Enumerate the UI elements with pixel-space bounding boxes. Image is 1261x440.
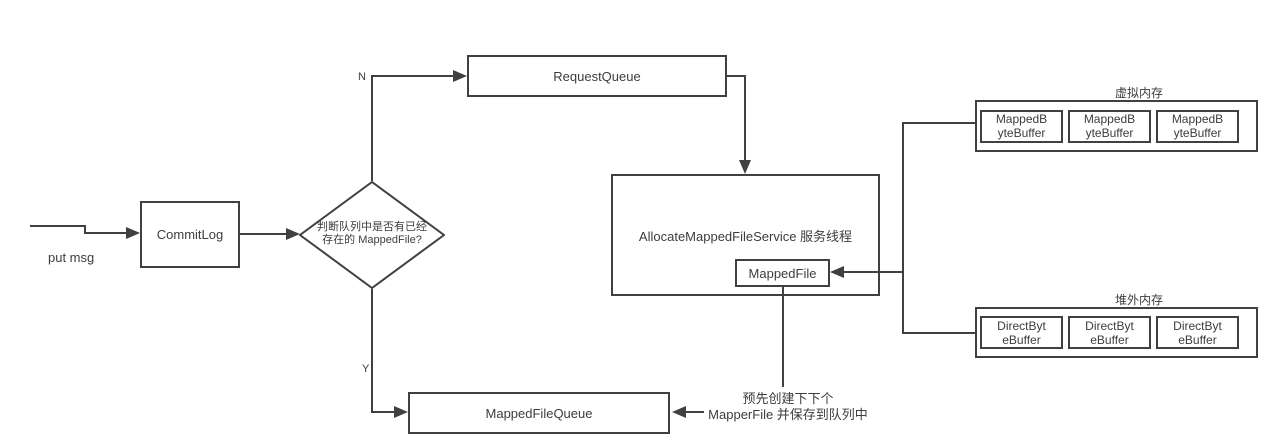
edge-yes-horizontal [371,411,395,413]
edge-start-step [84,225,86,234]
directbytebuffer-box: DirectByt eBuffer [980,316,1063,349]
arrowhead-into-allocateservice [739,160,751,174]
arrowhead-note-into-mappedfilequeue [672,406,686,418]
offheap-memory-title: 堆外内存 [1114,293,1163,307]
edge-start-segment-1 [30,225,86,227]
edge-commitlog-to-decision [240,233,287,235]
mappedbytebuffer-box: MappedB yteBuffer [980,109,1063,143]
arrowhead-into-mappedfilequeue [394,406,408,418]
node-mappedfilequeue: MappedFileQueue [408,392,670,434]
edge-note-to-mappedfilequeue [686,411,704,413]
edge-bracket-to-virtual-memory [902,122,975,124]
node-decision: 判断队列中是否有已经 存在的 MappedFile? [317,221,427,246]
edge-start-segment-2 [84,232,127,234]
arrowhead-into-requestqueue [453,70,467,82]
directbytebuffer-box: DirectByt eBuffer [1156,316,1239,349]
edge-no-horizontal [371,75,453,77]
mappedbytebuffer-box: MappedB yteBuffer [1156,109,1239,143]
node-mappedfile: MappedFile [735,259,830,287]
node-requestqueue: RequestQueue [467,55,727,97]
directbytebuffer-box: DirectByt eBuffer [1068,316,1151,349]
edge-yes-vertical [371,289,373,413]
decision-diamond-shape [299,181,445,289]
virtual-memory-group: MappedB yteBuffer MappedB yteBuffer Mapp… [975,100,1258,152]
node-commitlog: CommitLog [140,201,240,268]
edge-label-put-msg: put msg [48,250,95,265]
edge-requestqueue-out-vertical [744,75,746,161]
edge-label-no: N [358,71,366,83]
mappedbytebuffer-box: MappedB yteBuffer [1068,109,1151,143]
arrowhead-into-commitlog [126,227,140,239]
edge-buffers-to-mappedfile [844,271,903,273]
arrowhead-into-decision [286,228,300,240]
edge-requestqueue-out-horizontal [727,75,746,77]
edge-buffers-bracket-vertical [902,122,904,334]
edge-mappedfile-down [782,287,784,387]
note-precreate: 预先创建下下个 MapperFile 并保存到队列中 [708,391,868,422]
arrowhead-into-mappedfile [830,266,844,278]
edge-label-yes: Y [360,363,372,375]
edge-bracket-to-offheap-memory [902,332,975,334]
virtual-memory-title: 虚拟内存 [1114,86,1163,100]
offheap-memory-group: DirectByt eBuffer DirectByt eBuffer Dire… [975,307,1258,358]
edge-no-vertical [371,76,373,181]
